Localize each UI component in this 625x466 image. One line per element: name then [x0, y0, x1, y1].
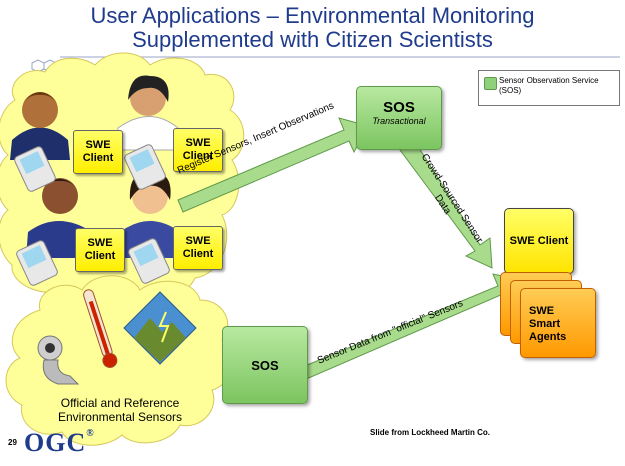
slide-title: User Applications – Environmental Monito…	[0, 4, 625, 52]
swe-smart-agents-box: SWE Smart Agents	[520, 288, 596, 358]
thermometer-icon	[83, 289, 118, 368]
title-line-2: Supplemented with Citizen Scientists	[132, 27, 493, 52]
ogc-logo-mark: ®	[86, 428, 95, 439]
legend-swatch	[484, 77, 497, 90]
slide-number: 29	[8, 438, 17, 447]
swe-client-box-1: SWE Client	[73, 130, 123, 174]
swe-client-box-right: SWE Client	[504, 208, 574, 274]
pda-icon-3	[16, 240, 58, 286]
title-line-1: User Applications – Environmental Monito…	[90, 3, 535, 28]
legend: Sensor Observation Service (SOS)	[478, 70, 620, 106]
swe-smart-agents-label: SWE Smart Agents	[529, 305, 567, 343]
official-caption-line-2: Environmental Sensors	[57, 410, 183, 424]
ogc-logo-text: OGC	[24, 428, 87, 457]
sos-transactional-title: SOS	[383, 99, 415, 116]
swe-client-box-3: SWE Client	[75, 228, 125, 272]
sos-transactional-subtitle: Transactional	[372, 116, 426, 126]
official-sensors-caption: Official and Reference Environmental Sen…	[36, 396, 204, 424]
credit-text: Slide from Lockheed Martin Co.	[370, 428, 491, 437]
person-figure-2	[115, 75, 181, 151]
sos-box: SOS	[222, 326, 308, 404]
crowd-arrow	[399, 139, 493, 269]
sos-transactional-box: SOS Transactional	[356, 86, 442, 150]
pda-icon-2	[124, 144, 166, 190]
person-figure-1	[10, 92, 70, 160]
ogc-logo: OGC®	[24, 428, 95, 458]
pda-icon-4	[128, 238, 170, 284]
swe-client-box-4: SWE Client	[173, 226, 223, 270]
weather-station-icon	[123, 291, 197, 365]
legend-label: Sensor Observation Service (SOS)	[499, 76, 599, 95]
pda-icon-1	[14, 146, 56, 192]
webcam-icon	[37, 335, 80, 385]
official-caption-line-1: Official and Reference	[60, 396, 180, 410]
swe-client-box-2: SWE Client	[173, 128, 223, 172]
